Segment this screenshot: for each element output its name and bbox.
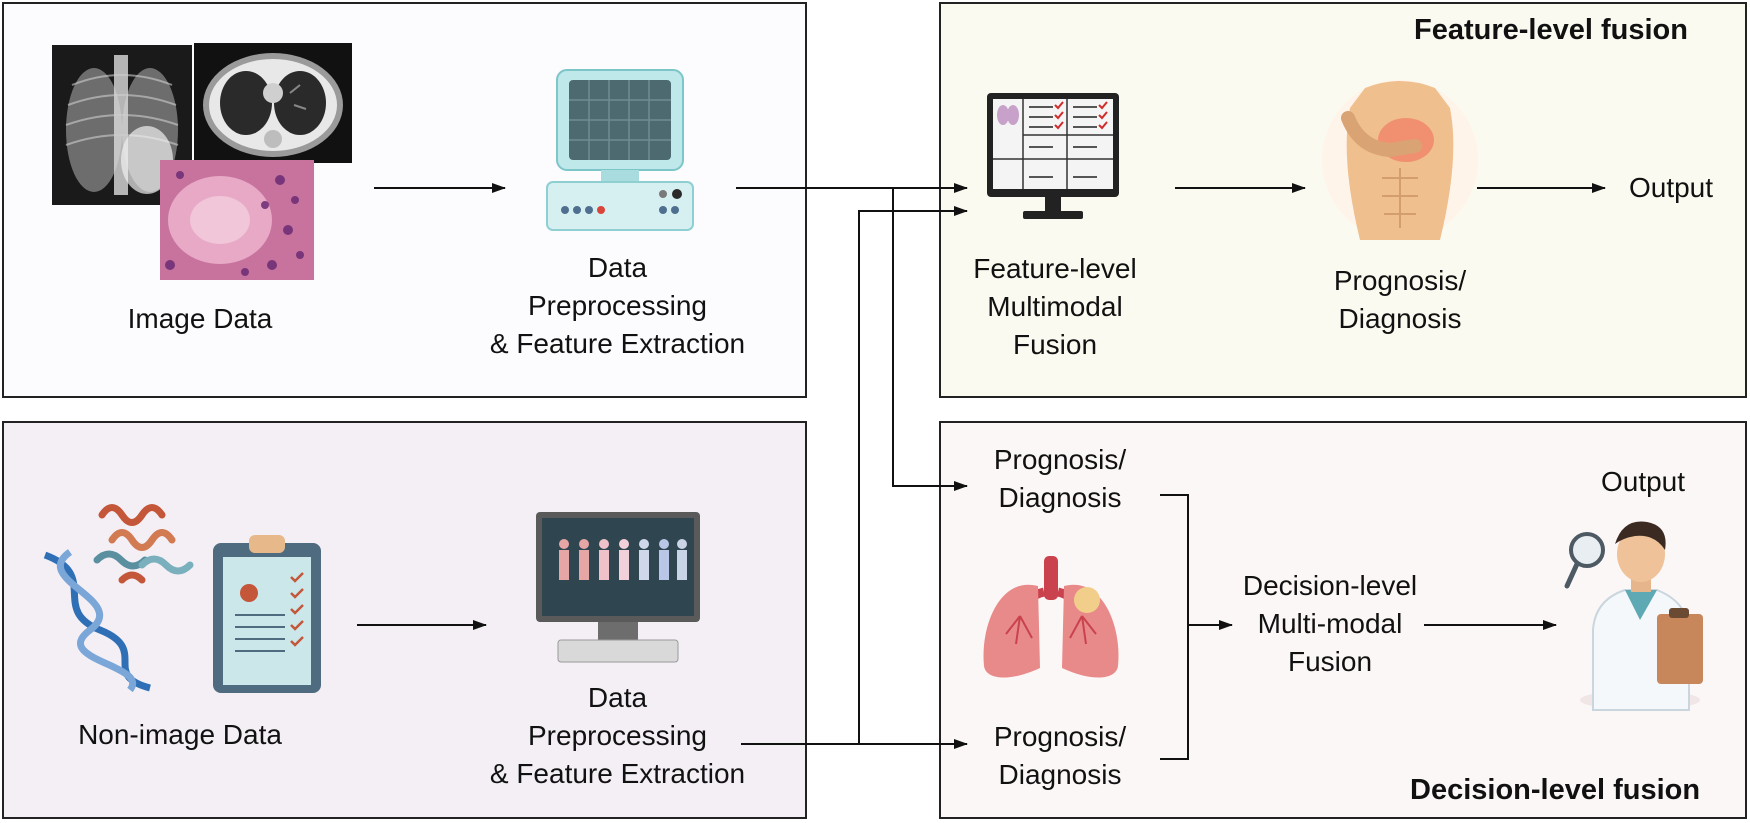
histology-image-icon bbox=[160, 160, 314, 280]
image-preprocessing-line1: Data bbox=[587, 252, 648, 283]
feature-fusion-line3: Fusion bbox=[1012, 329, 1098, 360]
doctor-icon bbox=[1564, 521, 1703, 711]
non-image-preprocessing-line2: Preprocessing bbox=[528, 720, 707, 751]
clipboard-record-icon bbox=[213, 535, 321, 693]
ct-scan-image-icon bbox=[194, 43, 352, 163]
image-preprocessing-label: Data Preprocessing & Feature Extraction bbox=[440, 249, 795, 363]
feature-fusion-line1: Feature-level bbox=[973, 253, 1137, 284]
bottom-prognosis-line2: Diagnosis bbox=[998, 759, 1122, 790]
dna-helix-icon bbox=[43, 549, 151, 693]
decision-fusion-line2: Multi-modal bbox=[1257, 608, 1403, 639]
feature-fusion-label: Feature-level Multimodal Fusion bbox=[935, 250, 1175, 364]
top-prognosis-line2: Diagnosis bbox=[998, 482, 1122, 513]
non-image-preprocessing-line3: & Feature Extraction bbox=[489, 758, 746, 789]
top-prognosis-line1: Prognosis/ bbox=[993, 444, 1127, 475]
non-image-preprocessing-line1: Data bbox=[587, 682, 648, 713]
bottom-prognosis-line1: Prognosis/ bbox=[993, 721, 1127, 752]
lungs-icon bbox=[983, 556, 1119, 678]
bottom-prognosis-label: Prognosis/ Diagnosis bbox=[970, 718, 1150, 794]
feature-prognosis-line2: Diagnosis bbox=[1338, 303, 1462, 334]
population-monitor-icon bbox=[536, 512, 700, 663]
feature-level-fusion-title: Feature-level fusion bbox=[1414, 14, 1688, 46]
feature-fusion-line2: Multimodal bbox=[987, 291, 1123, 322]
top-prognosis-label: Prognosis/ Diagnosis bbox=[970, 441, 1150, 517]
fusion-monitor-icon bbox=[987, 93, 1119, 219]
image-preprocessing-line3: & Feature Extraction bbox=[489, 328, 746, 359]
medical-device-icon bbox=[546, 69, 694, 231]
image-data-label: Image Data bbox=[127, 303, 273, 334]
feature-prognosis-label: Prognosis/ Diagnosis bbox=[1280, 262, 1520, 338]
feature-output-label: Output bbox=[1628, 172, 1714, 203]
human-torso-icon bbox=[1322, 80, 1478, 240]
decision-fusion-line1: Decision-level bbox=[1242, 570, 1418, 601]
image-preprocessing-line2: Preprocessing bbox=[528, 290, 707, 321]
xray-image-icon bbox=[52, 45, 192, 205]
decision-fusion-line3: Fusion bbox=[1287, 646, 1373, 677]
decision-output-label: Output bbox=[1600, 466, 1686, 497]
decision-level-fusion-title: Decision-level fusion bbox=[1410, 774, 1701, 806]
non-image-preprocessing-label: Data Preprocessing & Feature Extraction bbox=[440, 679, 795, 793]
protein-structure-icon bbox=[93, 504, 194, 584]
non-image-data-label: Non-image Data bbox=[78, 719, 282, 750]
feature-prognosis-line1: Prognosis/ bbox=[1333, 265, 1467, 296]
decision-fusion-label: Decision-level Multi-modal Fusion bbox=[1210, 567, 1450, 681]
